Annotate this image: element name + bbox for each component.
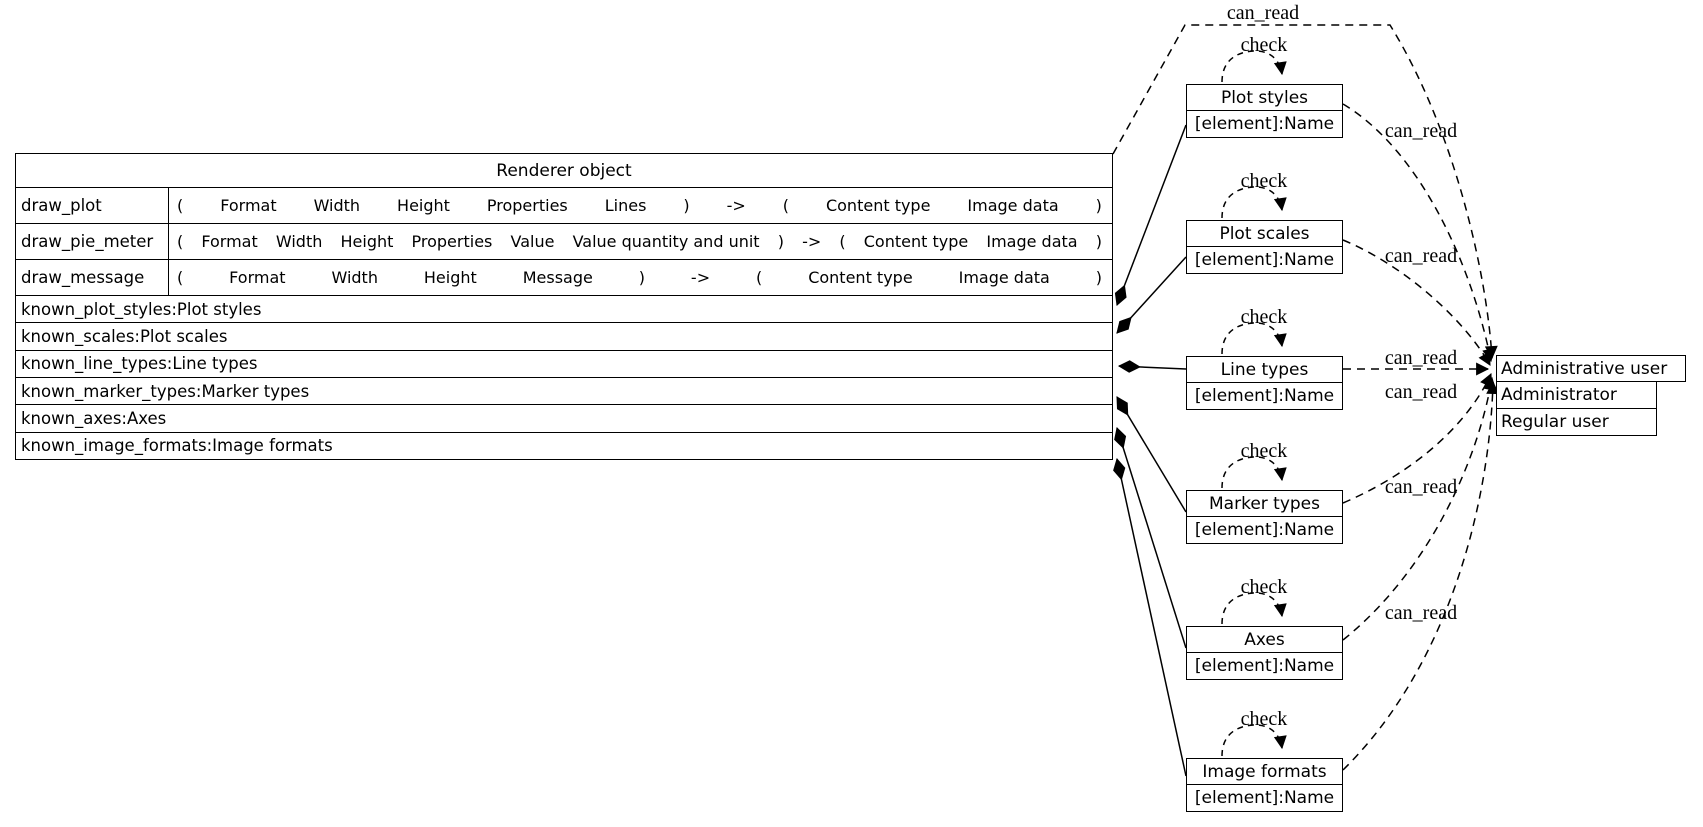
node-field: [element]:Name — [1186, 383, 1343, 410]
node-title: Plot styles — [1186, 84, 1343, 111]
can-read-label: can_read — [1384, 347, 1458, 369]
edge-can-read-image-formats — [1342, 380, 1500, 771]
edge-composition-plot-styles — [1114, 124, 1187, 306]
attribute-known-plot-styles: known_plot_styles:Plot styles — [16, 295, 1112, 322]
user-group-header: Administrative user — [1496, 355, 1686, 382]
edge-check-line-types — [1221, 322, 1287, 355]
attribute-known-scales: known_scales:Plot scales — [16, 322, 1112, 349]
node-field: [element]:Name — [1186, 785, 1343, 812]
edge-can-read-axes — [1342, 376, 1497, 641]
check-label: check — [1240, 170, 1288, 192]
user-role-regular-user: Regular user — [1496, 409, 1657, 436]
edge-composition-image-formats — [1113, 457, 1187, 777]
edge-composition-axes — [1114, 427, 1187, 649]
attribute-known-axes: known_axes:Axes — [16, 404, 1112, 431]
node-field: [element]:Name — [1186, 247, 1343, 274]
edge-check-image-formats — [1221, 724, 1287, 757]
can-read-label: can_read — [1384, 602, 1458, 624]
edge-check-plot-styles — [1221, 50, 1287, 83]
edge-check-plot-scales — [1221, 186, 1287, 219]
edge-check-marker-types — [1221, 456, 1287, 489]
edge-composition-line-types — [1117, 360, 1187, 373]
node-field: [element]:Name — [1186, 653, 1343, 680]
node-image-formats: Image formats [element]:Name — [1186, 758, 1343, 812]
edge-can-read-renderer — [1112, 24, 1498, 360]
node-title: Line types — [1186, 356, 1343, 383]
can-read-label: can_read — [1384, 381, 1458, 403]
edge-composition-marker-types — [1116, 396, 1187, 513]
node-field: [element]:Name — [1186, 517, 1343, 544]
node-title: Axes — [1186, 626, 1343, 653]
check-label: check — [1240, 34, 1288, 56]
method-name: draw_pie_meter — [16, 224, 169, 259]
node-line-types: Line types [element]:Name — [1186, 356, 1343, 410]
node-axes: Axes [element]:Name — [1186, 626, 1343, 680]
can-read-label: can_read — [1226, 2, 1300, 24]
method-name: draw_message — [16, 260, 169, 295]
node-plot-scales: Plot scales [element]:Name — [1186, 220, 1343, 274]
check-label: check — [1240, 708, 1288, 730]
node-plot-styles: Plot styles [element]:Name — [1186, 84, 1343, 138]
attribute-known-marker-types: known_marker_types:Marker types — [16, 376, 1112, 404]
renderer-object-title: Renderer object — [496, 160, 632, 181]
can-read-label: can_read — [1384, 120, 1458, 142]
node-administrative-user: Administrative user Administrator Regula… — [1496, 355, 1686, 436]
can-read-label: can_read — [1384, 476, 1458, 498]
attribute-known-line-types: known_line_types:Line types — [16, 349, 1112, 377]
attribute-known-image-formats: known_image_formats:Image formats — [16, 431, 1112, 459]
node-marker-types: Marker types [element]:Name — [1186, 490, 1343, 544]
check-label: check — [1240, 306, 1288, 328]
edge-can-read-plot-styles — [1342, 103, 1496, 363]
check-label: check — [1240, 576, 1288, 598]
user-role-administrator: Administrator — [1496, 382, 1657, 409]
edge-composition-plot-scales — [1116, 256, 1187, 334]
node-title: Marker types — [1186, 490, 1343, 517]
node-title: Image formats — [1186, 758, 1343, 785]
method-name: draw_plot — [16, 188, 169, 223]
node-title: Plot scales — [1186, 220, 1343, 247]
node-field: [element]:Name — [1186, 111, 1343, 138]
edge-can-read-marker-types — [1342, 373, 1492, 504]
can-read-label: can_read — [1384, 245, 1458, 267]
edge-check-axes — [1221, 592, 1287, 625]
check-label: check — [1240, 440, 1288, 462]
